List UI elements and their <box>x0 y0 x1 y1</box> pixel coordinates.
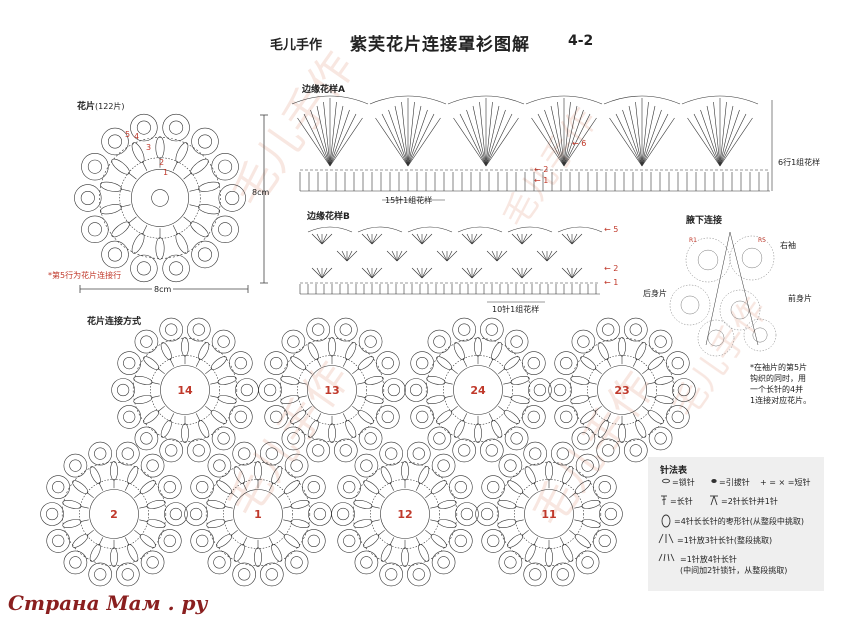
edging-b-chart <box>299 226 603 303</box>
motif-height-label: 8cm <box>252 188 270 197</box>
joined-motif-2 <box>40 441 188 587</box>
joined-motif-1 <box>184 441 332 587</box>
legend-single-crochet: + = × =短针 <box>760 478 811 487</box>
edging-a-label: 边缘花样A <box>302 85 345 95</box>
brand-name: 毛儿手作 <box>270 38 323 53</box>
joined-motif-11-number: 11 <box>541 508 556 521</box>
page-number: 4-2 <box>568 33 594 49</box>
edging-a-repeat: 15针1组花样 <box>385 196 433 205</box>
joined-motif-24 <box>404 317 552 463</box>
edging-b-arrow-1: ← 1 <box>604 278 619 287</box>
motif-note: *第5行为花片连接行 <box>48 271 122 280</box>
joining-label: 花片连接方式 <box>87 317 142 327</box>
edging-a-chart <box>291 95 773 201</box>
legend-slip-stitch: =引拔针 <box>719 478 750 487</box>
legend-dc2tog: =2针长针并1针 <box>721 497 778 506</box>
round-label-1: 1 <box>163 168 169 177</box>
motif-large <box>74 113 246 283</box>
stitch-legend <box>648 457 824 591</box>
round-label-4: 4 <box>134 132 140 141</box>
joined-motif-2-number: 2 <box>110 508 118 521</box>
legend-double-crochet: =长针 <box>670 497 693 506</box>
underarm-back: 后身片 <box>643 289 667 298</box>
underarm-mark-r1: R1 <box>689 237 697 244</box>
page-title: 紫芙花片连接罩衫图解 <box>350 35 530 55</box>
underarm-right-sleeve: 右袖 <box>780 241 796 250</box>
edging-b-arrow-2: ← 2 <box>604 264 619 273</box>
joined-motif-14 <box>111 317 259 463</box>
svg-text:毛儿手作: 毛儿手作 <box>222 43 365 216</box>
edging-b-stitches <box>299 226 603 303</box>
underarm-note: *在袖片的第5片 钩织的同时，用 一个长针的4并 1连接对应花片。 <box>750 363 812 405</box>
legend-treble-bobble: =4针长长针的枣形针(从整段中挑取) <box>674 517 805 526</box>
underarm-label: 腋下连接 <box>686 216 723 226</box>
legend-3dc-shell: =1针放3针长针(整段挑取) <box>677 536 773 545</box>
underarm-front: 前身片 <box>788 294 812 303</box>
svg-text:毛儿手作: 毛儿手作 <box>495 101 606 235</box>
joined-motif-24-number: 24 <box>470 384 486 397</box>
joined-motif-1-number: 1 <box>254 508 262 521</box>
svg-text:毛儿手作: 毛儿手作 <box>217 353 360 526</box>
underarm-stitches <box>669 231 777 357</box>
joined-motif-13 <box>258 317 406 463</box>
round-label-5: 5 <box>125 130 131 139</box>
legend-4dc-shell: =1针放4针长针 <box>680 555 737 564</box>
joined-motif-23 <box>548 317 696 463</box>
joining-chart: 14 13 24 23 2 1 12 11 <box>40 317 696 587</box>
edging-a-arrow-6: ← 6 <box>572 139 587 148</box>
joined-motif-23-number: 23 <box>614 384 629 397</box>
round-label-2: 2 <box>159 158 165 167</box>
underarm-mark-r5: R5 <box>758 237 766 244</box>
edging-a-stitches <box>291 95 773 201</box>
legend-chain: =锁针 <box>672 478 695 487</box>
underarm-chart <box>669 231 777 357</box>
motif-width-label: 8cm <box>152 285 174 294</box>
legend-4dc-shell-note: (中间加2针锁针，从整段挑取) <box>680 566 788 575</box>
legend-title: 针法表 <box>660 466 688 476</box>
joined-motif-14-number: 14 <box>177 384 193 397</box>
edging-a-arrow-1: ← 1 <box>534 176 549 185</box>
motif-chart <box>74 113 246 283</box>
joined-motif-13-number: 13 <box>324 384 339 397</box>
edging-b-label: 边缘花样B <box>307 212 350 222</box>
edging-b-repeat: 10针1组花样 <box>492 305 540 314</box>
motif-label: 花片(122片) <box>77 102 125 112</box>
edging-a-rows-note: 6行1组花样 <box>778 158 821 167</box>
edging-a-arrow-2: ← 2 <box>534 165 549 174</box>
edging-b-arrow-5: ← 5 <box>604 225 619 234</box>
joined-motif-11 <box>475 441 623 587</box>
joined-motif-12-number: 12 <box>397 508 412 521</box>
site-watermark: Страна Мам . ру <box>8 591 208 615</box>
round-label-3: 3 <box>146 143 152 152</box>
joined-motif-12 <box>331 441 479 587</box>
